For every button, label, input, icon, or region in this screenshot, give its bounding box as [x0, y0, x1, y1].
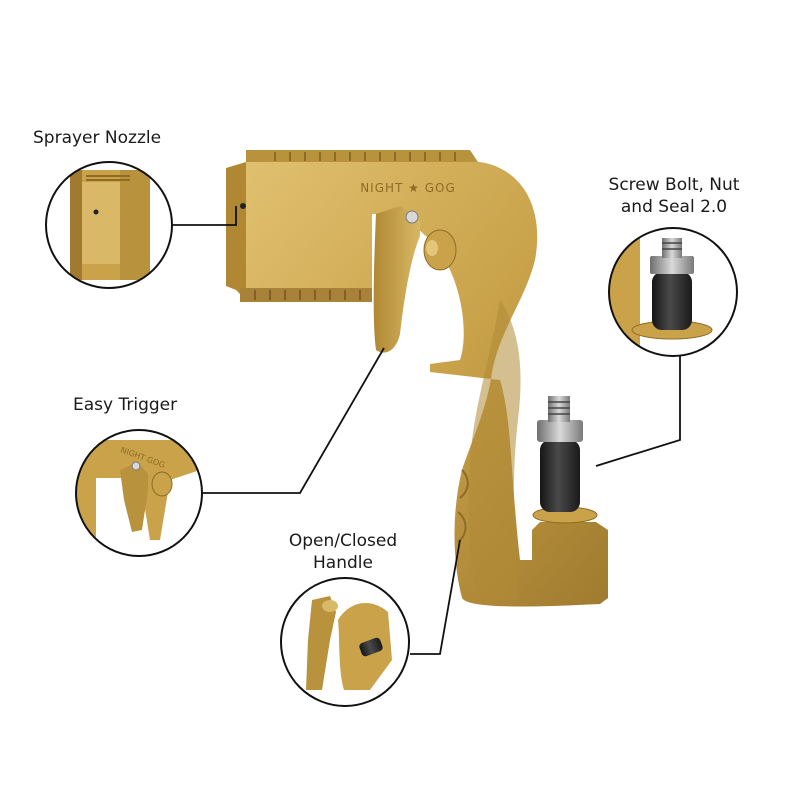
head-lower-rail [240, 288, 372, 302]
detail-circle-easy-trigger: NIGHT GOG [75, 429, 203, 557]
callout-handle-line-2: Handle [313, 553, 373, 573]
rail-ridges [274, 152, 456, 161]
trigger-pivot [405, 210, 419, 224]
callout-handle-line-1: Open/Closed [288, 531, 398, 551]
nozzle-hole [240, 203, 246, 209]
callout-screw-bolt-line-1: Screw Bolt, Nut [608, 175, 740, 195]
grip-shading [468, 300, 521, 600]
connector-nozzle [172, 206, 237, 226]
detail-circle-screw-bolt [608, 227, 738, 357]
callout-easy-trigger: Easy Trigger [73, 395, 178, 415]
callout-screw-bolt: Screw Bolt, Nut and Seal 2.0 [588, 174, 760, 218]
callout-sprayer-nozzle: Sprayer Nozzle [33, 128, 162, 148]
finger-grooves [457, 469, 469, 543]
brand-engraving: NIGHT ★ GOG [360, 181, 456, 195]
detail-circle-open-closed-handle [280, 577, 410, 707]
lower-rail-ridges [254, 290, 361, 300]
connector-bolt [595, 356, 681, 467]
top-rail [246, 150, 478, 162]
connector-handle [410, 539, 461, 655]
callout-screw-bolt-line-2: and Seal 2.0 [620, 197, 728, 217]
trigger [373, 206, 420, 353]
sprayer-gun: NIGHT ★ GOG [226, 150, 608, 607]
connector-trigger [203, 347, 385, 494]
callout-open-closed-handle: Open/Closed Handle [268, 530, 418, 574]
detail-circle-sprayer-nozzle [45, 161, 173, 289]
bolt-assembly [532, 396, 598, 524]
gun-body [246, 162, 608, 607]
head-front-face [226, 162, 246, 300]
connector-lines [172, 206, 681, 655]
